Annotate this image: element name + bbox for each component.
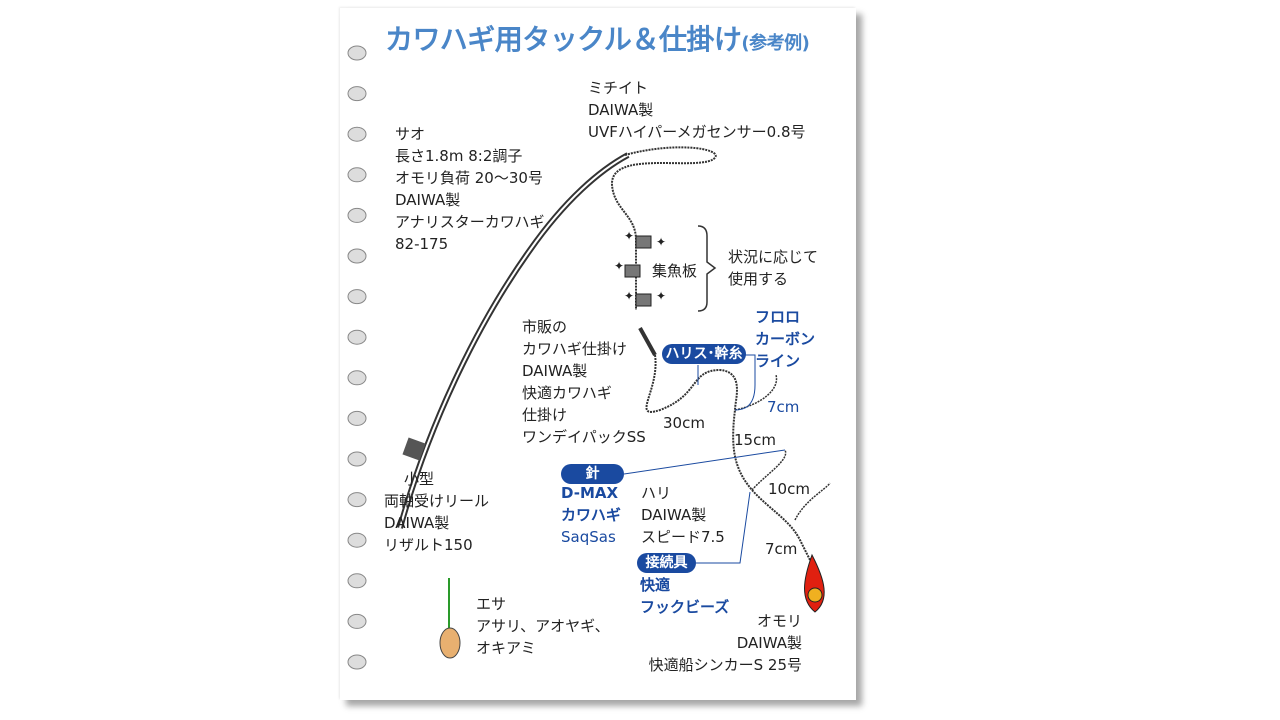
bracket xyxy=(697,225,717,312)
binder-ring-icon xyxy=(347,86,367,102)
sparkle-icons: ✦ ✦ ✦ ✦ ✦ xyxy=(614,229,666,303)
binder-ring-icon xyxy=(347,654,367,670)
svg-text:✦: ✦ xyxy=(624,229,634,243)
fish-attractor-plates xyxy=(624,235,652,307)
binder-ring-icon xyxy=(347,126,367,142)
binder-ring-icon xyxy=(347,167,367,183)
notebook-page xyxy=(340,8,856,700)
measure-15cm: 15cm xyxy=(734,431,776,449)
binder-ring-icon xyxy=(347,532,367,548)
hook-badge: 針 xyxy=(561,464,624,484)
main-line xyxy=(610,146,717,310)
connector-product: 快適フックビーズ xyxy=(640,576,730,616)
reel xyxy=(402,437,426,461)
binder-ring-icon xyxy=(347,329,367,345)
connector-badge: 接続具 xyxy=(637,553,696,573)
harisu-badge: ハリス･幹糸 xyxy=(662,344,746,364)
sinker xyxy=(804,553,825,613)
measure-7cm-top: 7cm xyxy=(767,398,800,416)
svg-text:✦: ✦ xyxy=(656,289,666,303)
fluoro-label: フロロカーボンライン xyxy=(755,308,816,370)
swivel xyxy=(638,327,657,356)
attractor-label: 集魚板 xyxy=(652,262,698,280)
svg-text:✦: ✦ xyxy=(614,259,624,273)
binder-ring-icon xyxy=(347,573,367,589)
attractor-note: 状況に応じて使用する xyxy=(728,248,819,288)
binder-ring-icon xyxy=(347,207,367,223)
binder-ring-icon xyxy=(347,370,367,386)
binder-ring-icon xyxy=(347,451,367,467)
svg-text:✦: ✦ xyxy=(624,289,634,303)
bait-icon xyxy=(439,627,461,659)
measure-10cm: 10cm xyxy=(768,480,810,498)
rig-line xyxy=(645,354,811,561)
measure-7cm-bottom: 7cm xyxy=(765,540,798,558)
binder-rings xyxy=(347,45,367,670)
svg-text:✦: ✦ xyxy=(656,235,666,249)
page-title: カワハギ用タックル＆仕掛け(参考例) xyxy=(385,23,810,56)
measure-30cm: 30cm xyxy=(663,414,705,432)
binder-ring-icon xyxy=(347,248,367,264)
bait-label: エサアサリ、アオヤギ、オキアミ xyxy=(476,595,610,657)
binder-ring-icon xyxy=(347,613,367,629)
binder-ring-icon xyxy=(347,289,367,305)
binder-ring-icon xyxy=(347,45,367,61)
binder-ring-icon xyxy=(347,410,367,426)
binder-ring-icon xyxy=(347,492,367,508)
pointer-lines xyxy=(623,354,786,564)
